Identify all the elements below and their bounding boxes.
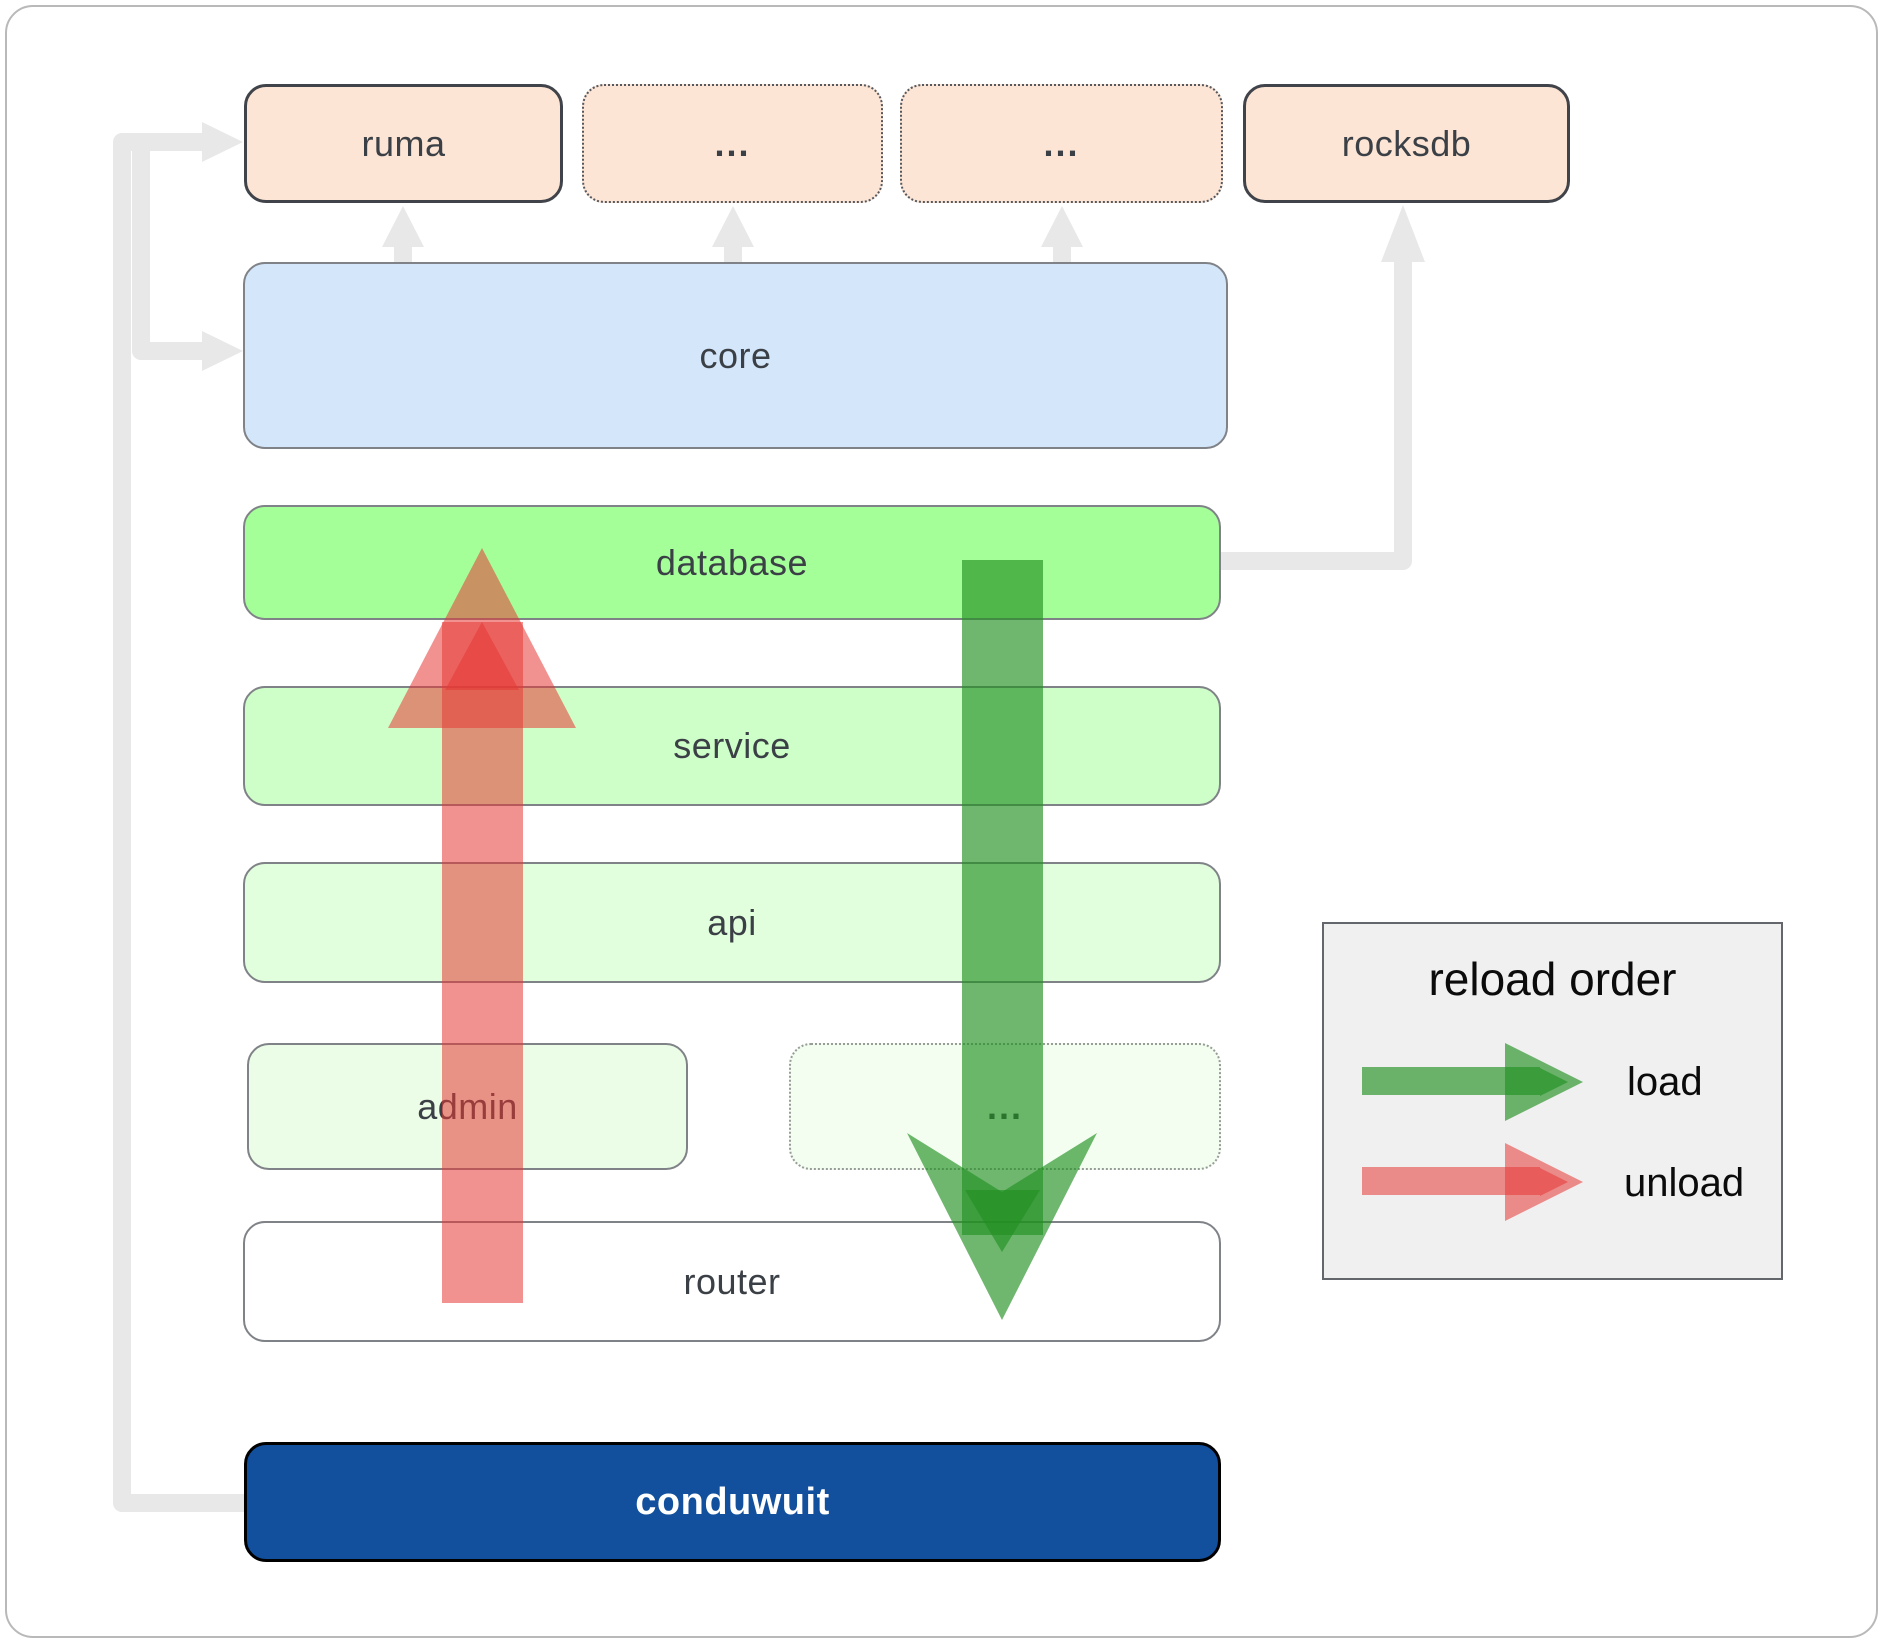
box-rocksdb-label: rocksdb — [1341, 122, 1472, 164]
box-ruma: ruma — [244, 84, 563, 203]
box-admin: admin — [247, 1043, 688, 1170]
box-database-label: database — [655, 541, 809, 583]
diagram-border — [5, 5, 1878, 1638]
box-core-label: core — [699, 334, 772, 376]
box-admin-label: admin — [417, 1085, 518, 1127]
box-router-label: router — [683, 1260, 781, 1302]
box-ruma-label: ruma — [361, 122, 446, 164]
box-conduwuit: conduwuit — [244, 1442, 1221, 1562]
box-api-label: api — [707, 901, 757, 943]
box-service-label: service — [673, 725, 791, 766]
box-crate-b-label: ... — [1043, 122, 1080, 164]
legend-unload-label: unload — [1624, 1161, 1745, 1205]
box-router: router — [243, 1221, 1221, 1342]
box-service: service — [243, 686, 1221, 806]
box-rocksdb: rocksdb — [1243, 84, 1570, 203]
legend-title: reload order — [1428, 953, 1677, 1005]
box-core: core — [243, 262, 1228, 449]
box-admin-b: ... — [789, 1043, 1221, 1170]
box-crate-a-label: ... — [714, 122, 751, 164]
box-crate-b: ... — [900, 84, 1223, 203]
legend-panel: reload order load unload — [1322, 922, 1783, 1280]
box-conduwuit-label: conduwuit — [635, 1480, 830, 1523]
box-admin-b-label: ... — [986, 1085, 1023, 1127]
legend-load-label: load — [1627, 1060, 1703, 1104]
box-crate-a: ... — [582, 84, 883, 203]
box-api: api — [243, 862, 1221, 983]
box-database: database — [243, 505, 1221, 620]
